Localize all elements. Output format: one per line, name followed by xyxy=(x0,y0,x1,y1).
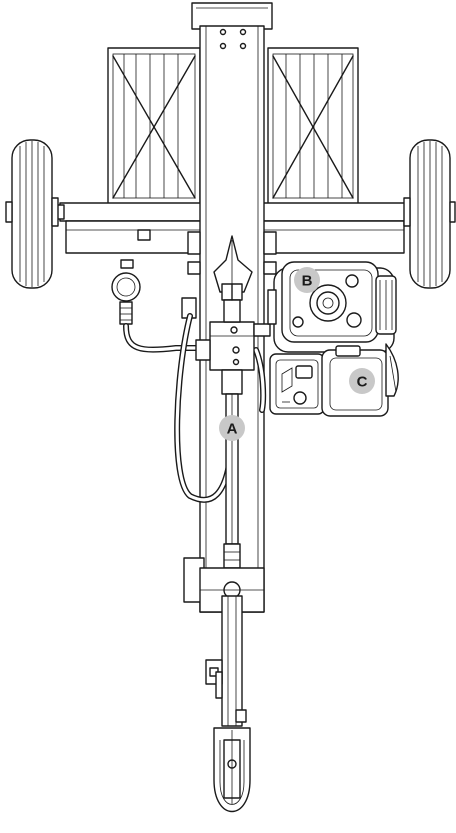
callout-a-label: A xyxy=(227,421,238,438)
recoil-starter xyxy=(269,353,325,415)
control-valve xyxy=(195,283,271,395)
callout-c-label: C xyxy=(357,374,368,391)
callout-b-label: B xyxy=(302,273,313,290)
tow-tongue xyxy=(205,595,247,727)
callout-a: A xyxy=(219,415,245,441)
log-cradle-right xyxy=(267,47,359,205)
callout-c: C xyxy=(349,368,375,394)
engine xyxy=(267,261,397,353)
wheel-left xyxy=(5,139,59,289)
callout-b: B xyxy=(294,267,320,293)
log-cradle-left xyxy=(107,47,201,205)
wheel-right xyxy=(403,139,456,289)
hitch-coupler xyxy=(213,727,251,812)
beam-brackets xyxy=(187,231,277,275)
filter-assembly xyxy=(111,259,197,325)
